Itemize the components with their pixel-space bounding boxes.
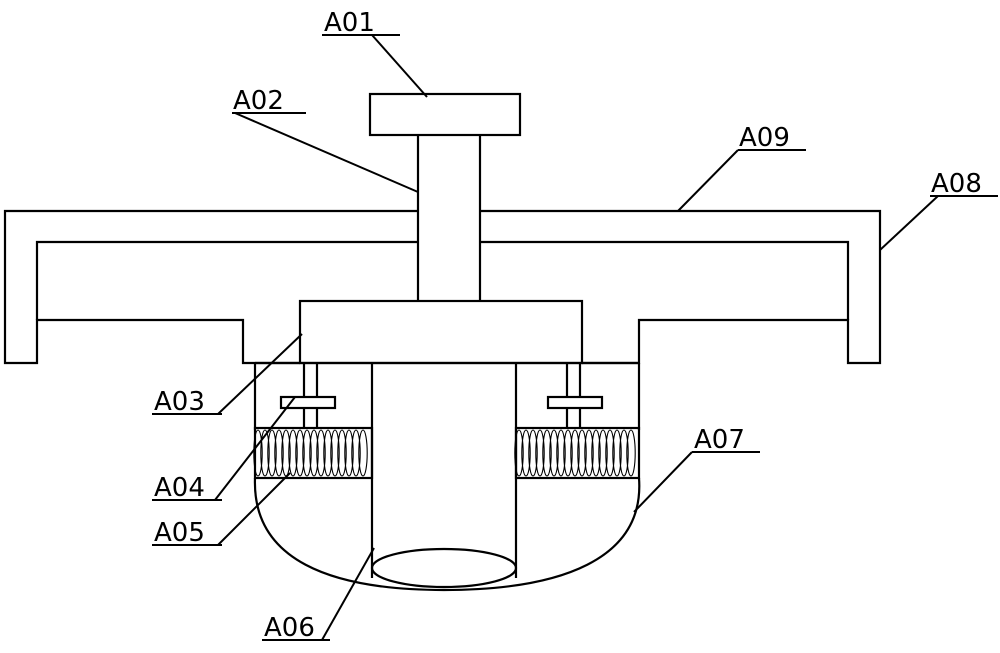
spring-coil [563, 429, 573, 477]
spring-coil [619, 429, 629, 477]
label-a06: A06 [264, 613, 315, 643]
left-stopper [279, 395, 337, 410]
spring-coil [535, 429, 545, 477]
spring-coil [549, 429, 559, 477]
spring-coil [344, 429, 354, 477]
spring-coil [295, 429, 305, 477]
cover-frame-left-inner [35, 240, 418, 320]
spring-coil [528, 429, 538, 477]
spring-coil [267, 429, 277, 477]
spring-coil [274, 429, 284, 477]
label-a02: A02 [233, 86, 284, 116]
spring-coil [591, 429, 601, 477]
spring-coil [351, 429, 361, 477]
handle-cap [368, 92, 522, 137]
vertical-shaft [416, 135, 482, 301]
spring-coil [605, 429, 615, 477]
spring-coil [323, 429, 333, 477]
cover-frame-right-inner [480, 240, 850, 320]
spring-coil [260, 429, 270, 477]
leader-a08 [879, 195, 939, 251]
spring-coil [577, 429, 587, 477]
spring-coil [330, 429, 340, 477]
cover-frame-left-outer [3, 209, 418, 365]
spring-coil [612, 429, 622, 477]
label-a07: A07 [694, 425, 745, 455]
right-spring-box [514, 426, 641, 480]
label-a01: A01 [324, 8, 375, 38]
bottom-housing [253, 477, 641, 592]
left-spring [253, 429, 368, 477]
spring-coil [337, 429, 347, 477]
spring-coil [253, 429, 263, 477]
spring-coil [358, 429, 368, 477]
leader-a09 [677, 149, 739, 212]
spring-coil [598, 429, 608, 477]
right-spring [514, 429, 636, 477]
central-tube [370, 363, 518, 578]
leader-a07 [633, 451, 693, 513]
spring-coil [309, 429, 319, 477]
leader-a04 [214, 396, 296, 501]
label-a05: A05 [154, 518, 205, 548]
spring-coil [626, 429, 636, 477]
leader-a05 [217, 472, 291, 546]
label-a04: A04 [154, 473, 205, 503]
label-a09: A09 [739, 123, 790, 153]
leader-a06 [321, 547, 375, 641]
spring-coil [570, 429, 580, 477]
spring-coil [316, 429, 326, 477]
right-guide-pin [565, 363, 582, 428]
left-spring-box [253, 426, 374, 480]
cover-frame-right-outer [480, 209, 882, 365]
housing-walls-upper [253, 363, 641, 430]
label-a03: A03 [154, 387, 205, 417]
spring-coil [521, 429, 531, 477]
tube-opening [370, 547, 518, 589]
left-guide-pin [302, 363, 319, 428]
leader-a03 [217, 333, 303, 415]
spring-coil [584, 429, 594, 477]
press-plate [298, 299, 584, 365]
spring-coil [302, 429, 312, 477]
spring-coil [556, 429, 566, 477]
label-a08: A08 [931, 169, 982, 199]
leader-a02 [234, 112, 419, 193]
spring-coil [514, 429, 524, 477]
spring-coil [288, 429, 298, 477]
leader-a01 [371, 34, 428, 98]
right-stopper [546, 395, 604, 410]
spring-coil [542, 429, 552, 477]
